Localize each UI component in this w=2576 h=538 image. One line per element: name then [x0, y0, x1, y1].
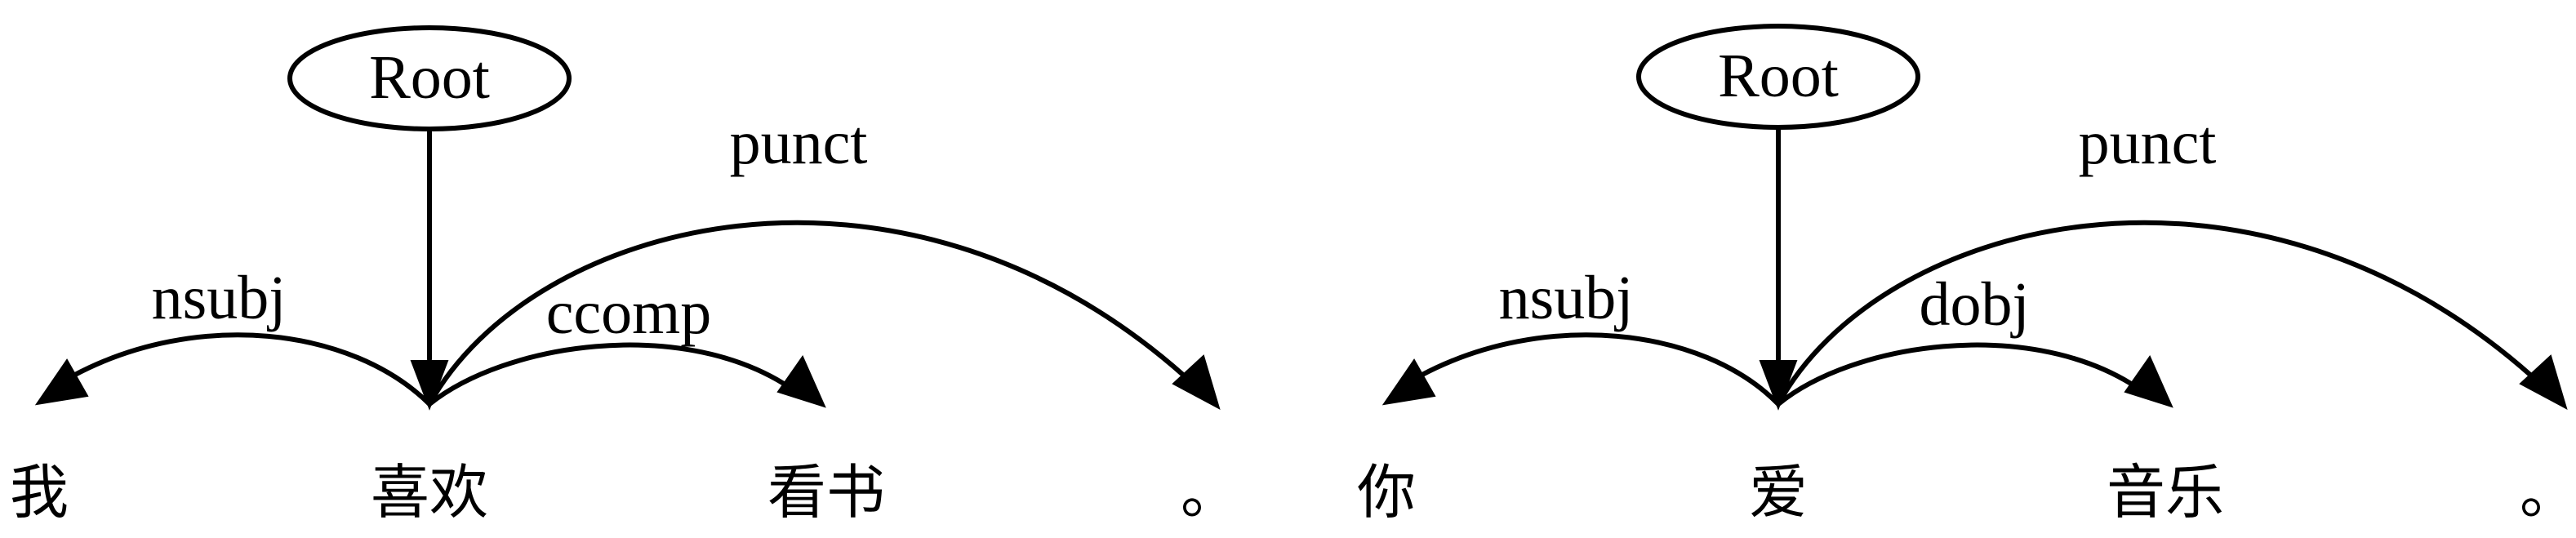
word-1-3: 看书	[767, 458, 885, 527]
root-node-2: Root	[1636, 24, 1920, 130]
word-2-3: 音乐	[2107, 458, 2224, 527]
arc-label-punct-1: punct	[730, 109, 868, 177]
dependency-tree-2: Root nsubj dobj punct 你 爱 音乐 。	[1357, 24, 2576, 527]
root-edge-2	[1759, 127, 1798, 411]
arc-punct-1: punct	[427, 109, 1221, 411]
arc-nsubj-2: nsubj	[1381, 264, 1781, 407]
dependency-tree-1: Root nsubj ccomp punct 我 喜欢 看书 。	[10, 25, 1239, 527]
arc-label-ccomp-1: ccomp	[546, 278, 712, 347]
arc-punct-2: punct	[1776, 109, 2568, 411]
arc-label-nsubj-1: nsubj	[152, 264, 287, 332]
arc-label-dobj-2: dobj	[1919, 270, 2029, 339]
root-label-1: Root	[369, 43, 490, 112]
root-edge-1	[410, 128, 449, 411]
word-2-2: 爱	[1749, 458, 1808, 527]
word-1-4: 。	[1181, 458, 1239, 527]
word-2-4: 。	[2520, 458, 2576, 527]
root-label-2: Root	[1718, 42, 1839, 110]
word-2-1: 你	[1357, 458, 1416, 527]
word-1-2: 喜欢	[371, 458, 488, 527]
arc-dobj-2: dobj	[1776, 270, 2173, 408]
arc-label-punct-2: punct	[2079, 109, 2217, 177]
arc-nsubj-1: nsubj	[34, 264, 432, 407]
word-1-1: 我	[10, 458, 69, 527]
arc-ccomp-1: ccomp	[427, 278, 826, 408]
root-node-1: Root	[287, 25, 572, 131]
arc-label-nsubj-2: nsubj	[1499, 264, 1634, 332]
